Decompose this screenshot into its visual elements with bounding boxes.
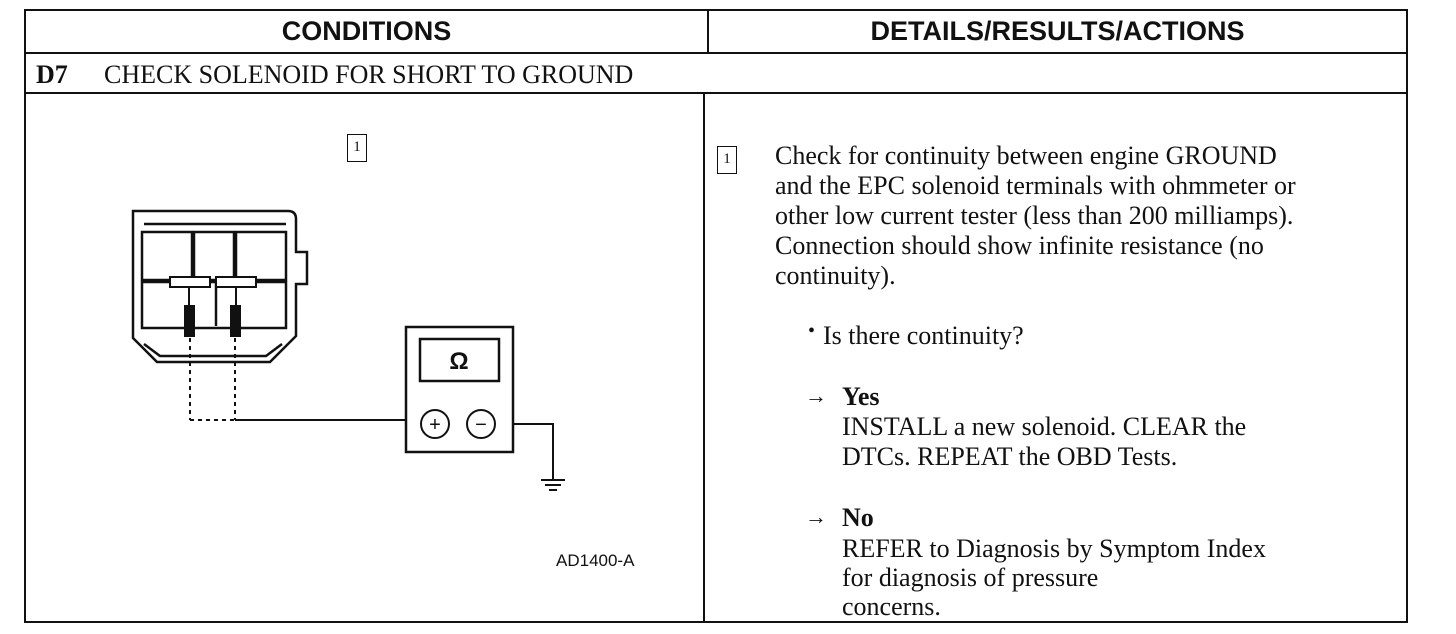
table-header: CONDITIONS DETAILS/RESULTS/ACTIONS [26, 11, 1406, 54]
bullet-icon: • [808, 320, 816, 342]
question-text: Is there continuity? [823, 321, 1024, 350]
no-action-line: REFER to Diagnosis by Symptom Index [842, 534, 1266, 563]
step-title: CHECK SOLENOID FOR SHORT TO GROUND [104, 60, 634, 89]
yes-action-line: INSTALL a new solenoid. CLEAR the [842, 412, 1247, 441]
instruction-line: Check for continuity between engine GROU… [775, 141, 1277, 170]
step-code: D7 [36, 60, 68, 89]
diagram-step-marker: 1 [347, 134, 367, 162]
yes-action: INSTALL a new solenoid. CLEAR the DTCs. … [842, 412, 1246, 472]
procedure-table: CONDITIONS DETAILS/RESULTS/ACTIONS D7 CH… [24, 9, 1408, 623]
conditions-panel: Ω + − 1 AD1400-A [26, 94, 703, 623]
connector-housing [131, 209, 309, 364]
no-label: No [842, 503, 874, 532]
step-title-row: D7 CHECK SOLENOID FOR SHORT TO GROUND [26, 54, 1406, 94]
instruction-line: and the EPC solenoid terminals with ohmm… [775, 171, 1296, 200]
instruction-line: other low current tester (less than 200 … [775, 201, 1294, 230]
no-action-line: for diagnosis of pressure [842, 563, 1099, 592]
header-divider [707, 11, 709, 52]
solenoid-test-diagram: Ω + − [131, 209, 565, 491]
plus-terminal-icon: + [429, 414, 441, 436]
yes-label: Yes [842, 382, 880, 411]
details-heading: DETAILS/RESULTS/ACTIONS [870, 16, 1245, 46]
instruction-line: continuity). [775, 261, 896, 290]
probe-leads [189, 338, 236, 421]
arrow-right-icon: → [805, 383, 827, 408]
solenoid-terminals [169, 276, 257, 337]
figure-id: AD1400-A [556, 551, 635, 570]
instruction-text: Check for continuity between engine GROU… [775, 141, 1395, 291]
ohmmeter: Ω + − [404, 325, 515, 454]
ohm-symbol-icon: Ω [449, 348, 468, 375]
ground-lead [513, 423, 565, 491]
no-action-line: concerns. [842, 592, 941, 621]
details-step-marker: 1 [717, 146, 737, 174]
yes-action-line: DTCs. REPEAT the OBD Tests. [842, 442, 1178, 471]
minus-terminal-icon: − [475, 414, 487, 436]
column-divider [703, 94, 705, 623]
conditions-heading: CONDITIONS [281, 16, 452, 46]
instruction-line: Connection should show infinite resistan… [775, 231, 1264, 260]
details-panel: 1 Check for continuity between engine GR… [705, 94, 1406, 623]
arrow-right-icon: → [805, 504, 827, 529]
no-action: REFER to Diagnosis by Symptom Index for … [842, 534, 1266, 621]
